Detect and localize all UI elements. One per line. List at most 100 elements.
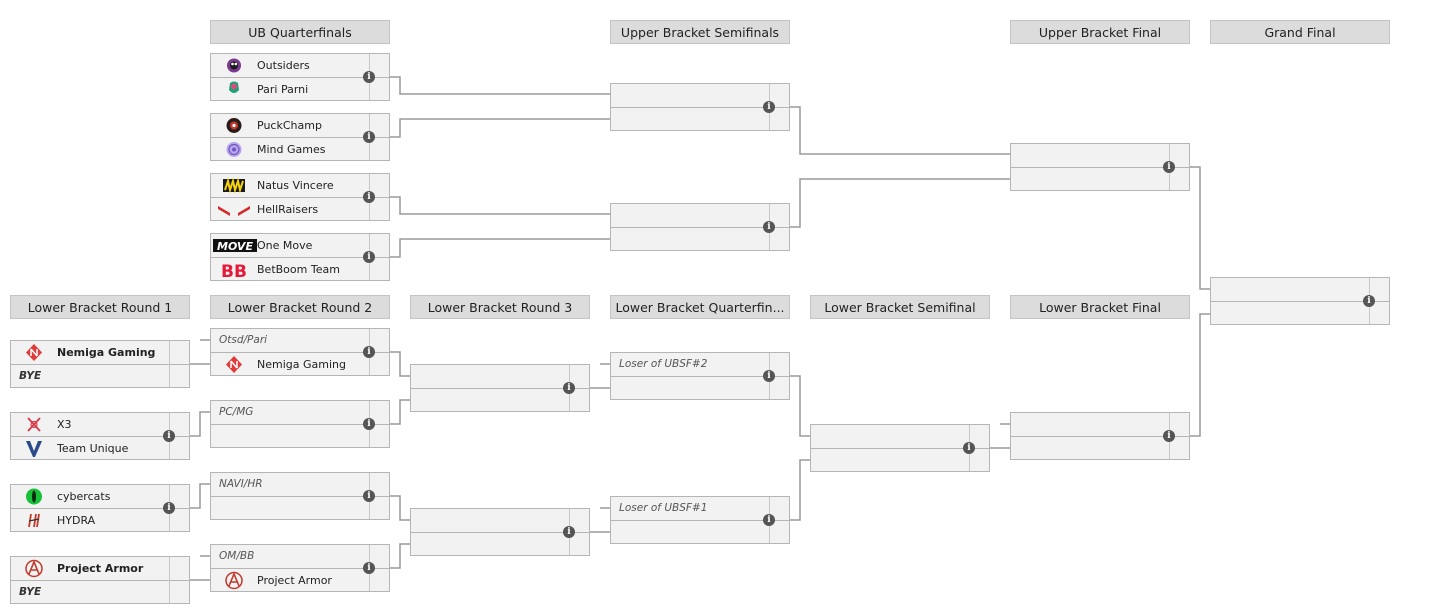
team-slot-empty[interactable] xyxy=(1211,302,1369,325)
team-slot[interactable]: BB BetBoom Team xyxy=(211,258,369,281)
team-slot[interactable]: PuckChamp xyxy=(211,114,369,137)
match-ub-final[interactable]: i xyxy=(1010,143,1190,191)
team-name: cybercats xyxy=(57,490,111,503)
info-icon[interactable]: i xyxy=(763,101,775,113)
team-slot-empty[interactable] xyxy=(1011,413,1169,436)
placeholder-label: NAVI/HR xyxy=(219,478,263,490)
team-slot-bye[interactable]: BYE xyxy=(11,581,169,604)
team-slot[interactable]: Mind Games xyxy=(211,138,369,161)
team-slot-empty[interactable] xyxy=(211,497,369,520)
team-slot-empty[interactable] xyxy=(811,449,969,472)
team-slot-placeholder[interactable]: Otsd/Pari xyxy=(211,329,369,352)
info-icon[interactable]: i xyxy=(363,490,375,502)
team-slot[interactable]: Team Unique xyxy=(11,437,169,460)
info-icon[interactable]: i xyxy=(563,526,575,538)
one-move-logo-icon: MOVE xyxy=(213,239,257,253)
team-name: BetBoom Team xyxy=(257,263,340,276)
match-ubqf-2[interactable]: PuckChamp Mind Games i xyxy=(210,113,390,161)
match-lbqf-2[interactable]: Loser of UBSF#1 i xyxy=(610,496,790,544)
info-icon[interactable]: i xyxy=(763,221,775,233)
match-lbr2-1[interactable]: Otsd/Pari Nemiga Gaming i xyxy=(210,328,390,376)
slot-divider xyxy=(611,520,789,521)
match-lbr3-1[interactable]: i xyxy=(410,364,590,412)
team-slot[interactable]: Nemiga Gaming xyxy=(211,353,369,376)
match-lbr1-4[interactable]: Project Armor BYE xyxy=(10,556,190,604)
team-slot-empty[interactable] xyxy=(1011,144,1169,167)
team-slot[interactable]: cybercats xyxy=(11,485,169,508)
team-slot-bye[interactable]: BYE xyxy=(11,365,169,388)
match-lbr2-4[interactable]: OM/BB Project Armor i xyxy=(210,544,390,592)
info-icon[interactable]: i xyxy=(363,131,375,143)
team-slot[interactable]: Outsiders xyxy=(211,54,369,77)
info-icon[interactable]: i xyxy=(363,191,375,203)
team-slot-empty[interactable] xyxy=(611,377,769,400)
team-slot-empty[interactable] xyxy=(411,509,569,532)
info-icon[interactable]: i xyxy=(563,382,575,394)
team-slot[interactable]: Pari Parni xyxy=(211,78,369,101)
slot-divider xyxy=(11,364,189,365)
team-slot-empty[interactable] xyxy=(611,228,769,251)
match-lbr3-2[interactable]: i xyxy=(410,508,590,556)
info-icon[interactable]: i xyxy=(763,370,775,382)
info-icon[interactable]: i xyxy=(363,562,375,574)
team-slot-empty[interactable] xyxy=(611,521,769,544)
info-icon[interactable]: i xyxy=(1163,161,1175,173)
match-lbqf-1[interactable]: Loser of UBSF#2 i xyxy=(610,352,790,400)
match-grand-final[interactable]: i xyxy=(1210,277,1390,325)
info-icon[interactable]: i xyxy=(363,418,375,430)
team-slot[interactable]: Natus Vincere xyxy=(211,174,369,197)
match-ubsf-2[interactable]: i xyxy=(610,203,790,251)
match-ubqf-4[interactable]: MOVE One Move BB BetBoom Team i xyxy=(210,233,390,281)
match-lbr1-1[interactable]: Nemiga Gaming BYE xyxy=(10,340,190,388)
team-slot-placeholder[interactable]: Loser of UBSF#1 xyxy=(611,497,769,520)
hellraisers-logo-icon xyxy=(218,206,250,216)
team-slot[interactable]: Project Armor xyxy=(211,569,369,592)
team-slot-empty[interactable] xyxy=(611,84,769,107)
header-ub-quarterfinals: UB Quarterfinals xyxy=(210,20,390,44)
team-slot-placeholder[interactable]: OM/BB xyxy=(211,545,369,568)
info-icon[interactable]: i xyxy=(1363,295,1375,307)
info-icon[interactable]: i xyxy=(163,430,175,442)
info-icon[interactable]: i xyxy=(363,251,375,263)
team-slot[interactable]: MOVE One Move xyxy=(211,234,369,257)
team-slot-empty[interactable] xyxy=(1011,168,1169,191)
team-slot-empty[interactable] xyxy=(211,425,369,448)
team-slot-empty[interactable] xyxy=(411,389,569,412)
team-slot[interactable]: HYDRA xyxy=(11,509,169,532)
team-slot[interactable]: Nemiga Gaming xyxy=(11,341,169,364)
match-lb-final[interactable]: i xyxy=(1010,412,1190,460)
match-ubqf-1[interactable]: Outsiders Pari Parni i xyxy=(210,53,390,101)
team-slot[interactable]: X3 xyxy=(11,413,169,436)
match-lbr2-3[interactable]: NAVI/HR i xyxy=(210,472,390,520)
team-slot-placeholder[interactable]: Loser of UBSF#2 xyxy=(611,353,769,376)
header-lb-round-1: Lower Bracket Round 1 xyxy=(10,295,190,319)
slot-divider xyxy=(211,568,389,569)
team-slot-empty[interactable] xyxy=(611,204,769,227)
info-icon[interactable]: i xyxy=(363,71,375,83)
match-ubsf-1[interactable]: i xyxy=(610,83,790,131)
team-slot-empty[interactable] xyxy=(411,533,569,556)
info-icon[interactable]: i xyxy=(163,502,175,514)
team-slot-placeholder[interactable]: PC/MG xyxy=(211,401,369,424)
team-slot-placeholder[interactable]: NAVI/HR xyxy=(211,473,369,496)
match-lbr1-2[interactable]: X3 Team Unique i xyxy=(10,412,190,460)
info-icon[interactable]: i xyxy=(963,442,975,454)
match-lbr2-2[interactable]: PC/MG i xyxy=(210,400,390,448)
team-slot-empty[interactable] xyxy=(1011,437,1169,460)
match-lb-semifinal[interactable]: i xyxy=(810,424,990,472)
team-slot-empty[interactable] xyxy=(411,365,569,388)
match-ubqf-3[interactable]: Natus Vincere HellRaisers i xyxy=(210,173,390,221)
pari-parni-logo-icon xyxy=(229,81,239,93)
team-slot[interactable]: HellRaisers xyxy=(211,198,369,221)
team-slot-empty[interactable] xyxy=(811,425,969,448)
team-slot-empty[interactable] xyxy=(611,108,769,131)
team-slot-empty[interactable] xyxy=(1211,278,1369,301)
header-ub-semifinals: Upper Bracket Semifinals xyxy=(610,20,790,44)
info-icon[interactable]: i xyxy=(363,346,375,358)
team-name: Outsiders xyxy=(257,59,310,72)
info-icon[interactable]: i xyxy=(1163,430,1175,442)
info-icon[interactable]: i xyxy=(763,514,775,526)
match-lbr1-3[interactable]: cybercats HYDRA i xyxy=(10,484,190,532)
team-slot[interactable]: Project Armor xyxy=(11,557,169,580)
betboom-logo-icon: BB xyxy=(221,262,247,279)
